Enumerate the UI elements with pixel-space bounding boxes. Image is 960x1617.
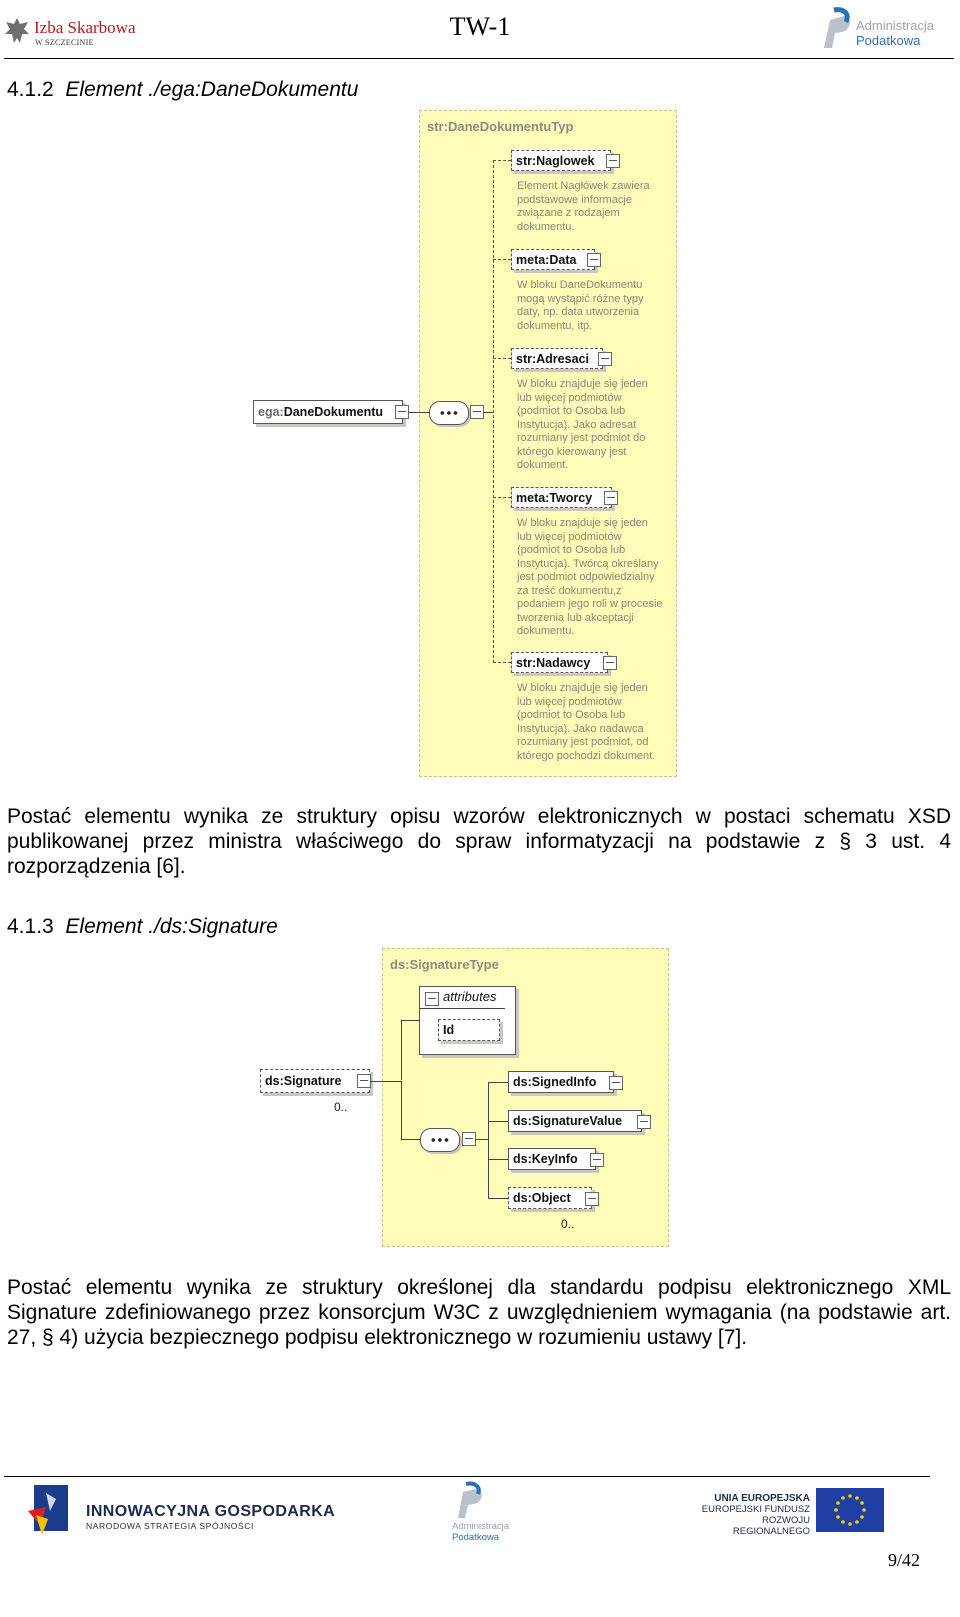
innowacyjna-gospodarka-emblem-icon (28, 1485, 68, 1535)
root-prefix: ega: (258, 405, 284, 419)
collapse-icon[interactable] (425, 992, 439, 1006)
root-element-signature: ds:Signature (260, 1069, 370, 1093)
collapse-icon[interactable] (357, 1074, 371, 1088)
branch-line (493, 497, 511, 498)
section-heading-signature: 4.1.3 Element ./ds:Signature (7, 915, 278, 939)
ap-logo-line2: Podatkowa (856, 33, 921, 48)
ap-emblem-icon (458, 1481, 482, 1518)
expand-icon[interactable] (604, 491, 618, 505)
eagle-crest-icon (5, 18, 29, 43)
connector-line (401, 1081, 402, 1139)
expand-icon[interactable] (587, 253, 601, 267)
collapse-icon[interactable] (395, 405, 409, 419)
document-title: TW-1 (449, 12, 511, 41)
footer-rule (4, 1476, 930, 1477)
connector-line (483, 412, 493, 413)
expand-icon[interactable] (598, 352, 612, 366)
connector-line (408, 412, 430, 413)
attributes-label: attributes (443, 989, 497, 1004)
header-rule (4, 58, 954, 59)
branch-line (488, 1198, 508, 1199)
izba-logo-city: W SZCZECINIE (35, 38, 94, 47)
branch-line (493, 160, 511, 161)
occurrence-label: 0.. (334, 1100, 348, 1114)
expand-icon[interactable] (585, 1192, 599, 1206)
footer-ap-line1: Administracja (452, 1521, 510, 1532)
attributes-connector (401, 1020, 419, 1021)
connector-line (401, 1139, 421, 1140)
ap-emblem-icon (824, 7, 850, 48)
footer-ap-line2: Podatkowa (452, 1532, 500, 1543)
expand-icon[interactable] (637, 1115, 651, 1129)
izba-skarbowa-logo: Izba Skarbowa W SZCZECINIE (4, 14, 164, 50)
branch-line (493, 259, 511, 260)
paragraph-xsd: Postać elementu wynika ze struktury opis… (7, 805, 951, 878)
root-element-dane-dokumentu: ega:DaneDokumentu (253, 400, 403, 424)
child-element-naglowek: str:Naglowek (511, 150, 611, 171)
connector-line (370, 1081, 402, 1082)
child-element-nadawcy: str:Nadawcy (511, 652, 608, 673)
occurrence-label: 0.. (561, 1217, 575, 1231)
administracja-podatkowa-logo: Administracja Podatkowa (818, 6, 958, 54)
attribute-id: Id (438, 1019, 500, 1041)
child-element-tworcy: meta:Tworcy (511, 487, 612, 508)
eu-flag-icon (816, 1488, 884, 1532)
child-element-object: ds:Object (508, 1187, 592, 1209)
section-number: 4.1.2 (7, 78, 54, 101)
collapse-icon[interactable] (462, 1132, 476, 1146)
section-title: Element ./ega:DaneDokumentu (65, 78, 359, 101)
eu-fund-label: UNIA EUROPEJSKA EUROPEJSKI FUNDUSZ ROZWO… (701, 1493, 810, 1537)
child-element-key-info: ds:KeyInfo (508, 1148, 596, 1170)
section-number: 4.1.3 (7, 915, 54, 938)
attributes-divider (419, 1008, 505, 1009)
attributes-connector (401, 1020, 402, 1080)
innowacyjna-gospodarka-title: INNOWACYJNA GOSPODARKA (86, 1503, 336, 1520)
section-heading-dane-dokumentu: 4.1.2 Element ./ega:DaneDokumentu (7, 78, 358, 102)
expand-icon[interactable] (590, 1153, 604, 1167)
sequence-branch-line (493, 160, 494, 663)
innowacyjna-gospodarka-subtitle: NARODOWA STRATEGIA SPÓJNOŚCI (86, 1521, 254, 1531)
expand-icon[interactable] (606, 154, 620, 168)
izba-logo-name: Izba Skarbowa (34, 18, 136, 37)
branch-line (493, 662, 511, 663)
ap-logo-line1: Administracja (856, 18, 935, 33)
branch-line (488, 1159, 508, 1160)
connector-line (475, 1139, 489, 1140)
paragraph-xml-signature: Postać elementu wynika ze struktury okre… (7, 1276, 951, 1349)
child-element-signed-info: ds:SignedInfo (508, 1071, 614, 1093)
sequence-compositor-icon (429, 401, 469, 425)
branch-line (488, 1121, 508, 1122)
expand-icon[interactable] (609, 1076, 623, 1090)
child-element-adresaci: str:Adresaci (511, 348, 603, 369)
branch-line (488, 1082, 508, 1083)
collapse-icon[interactable] (470, 405, 484, 419)
page-number: 9/42 (888, 1550, 921, 1570)
type-name-label: str:DaneDokumentuTyp (427, 119, 574, 134)
branch-line (493, 358, 511, 359)
expand-icon[interactable] (603, 656, 617, 670)
sequence-branch-line (488, 1082, 489, 1198)
child-element-data: meta:Data (511, 249, 595, 270)
child-element-signature-value: ds:SignatureValue (508, 1110, 642, 1132)
section-title: Element ./ds:Signature (65, 915, 278, 938)
root-name: DaneDokumentu (283, 405, 384, 419)
sequence-compositor-icon (420, 1128, 460, 1152)
type-name-label: ds:SignatureType (390, 957, 499, 972)
